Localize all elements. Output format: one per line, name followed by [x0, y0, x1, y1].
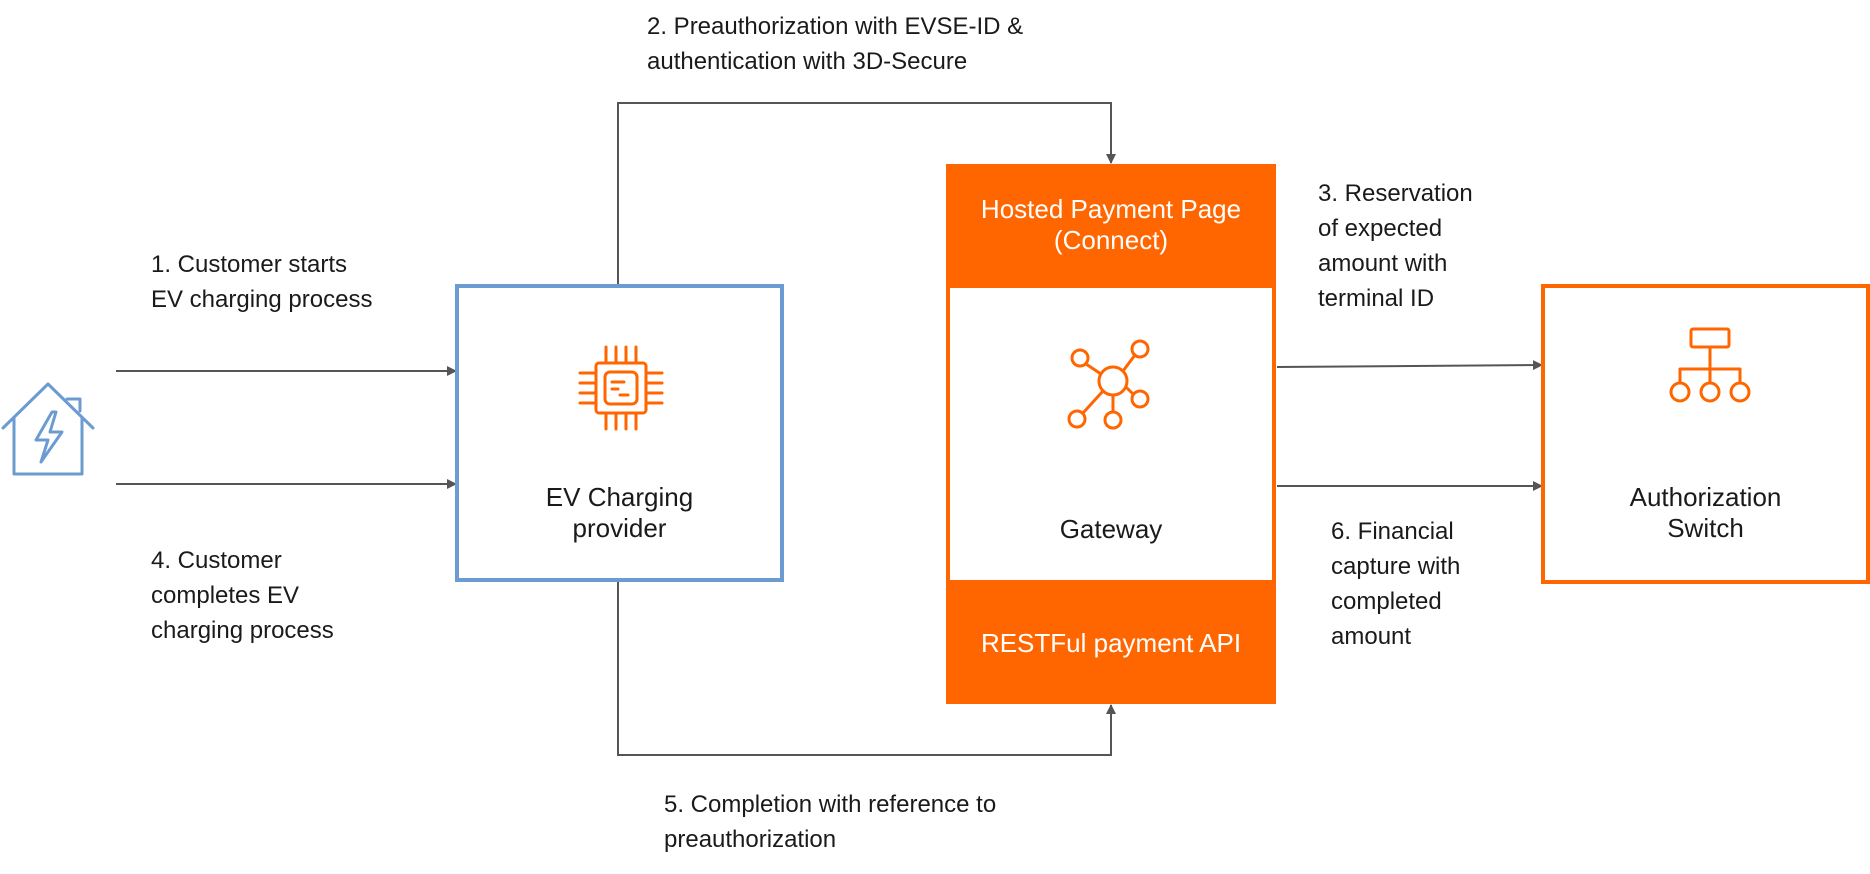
provider-title: EV Charging provider: [545, 482, 694, 543]
arrow-step3: [1276, 360, 1543, 371]
ev-charging-home-icon: [1, 382, 95, 476]
hierarchy-icon: [1669, 327, 1751, 403]
gateway-box: Gateway: [946, 284, 1276, 584]
step-2-label: 2. Preauthorization with EVSE-ID & authe…: [647, 13, 1024, 75]
restful-payment-api-bar: RESTFul payment API: [946, 582, 1276, 704]
step-6-label: 6. Financial capture with completed amou…: [1331, 518, 1461, 650]
ev-charging-provider-box: EV Charging provider: [455, 284, 784, 582]
authorization-switch-box: Authorization Switch: [1541, 284, 1870, 584]
arrow-step5: [617, 582, 1116, 756]
step-4-label: 4. Customer completes EV charging proces…: [151, 547, 334, 644]
step-3-label: 3. Reservation of expected amount with t…: [1318, 180, 1473, 312]
authorization-switch-title: Authorization Switch: [1629, 482, 1782, 543]
step-1-label: 1. Customer starts EV charging process: [151, 251, 373, 313]
gateway-title: Gateway: [1059, 514, 1163, 544]
step-5-label: 5. Completion with reference to preautho…: [664, 791, 997, 853]
chip-icon: [578, 345, 664, 431]
hosted-payment-page-bar: Hosted Payment Page (Connect): [946, 164, 1276, 286]
network-hub-icon: [1067, 339, 1150, 430]
arrow-step2: [617, 102, 1116, 284]
